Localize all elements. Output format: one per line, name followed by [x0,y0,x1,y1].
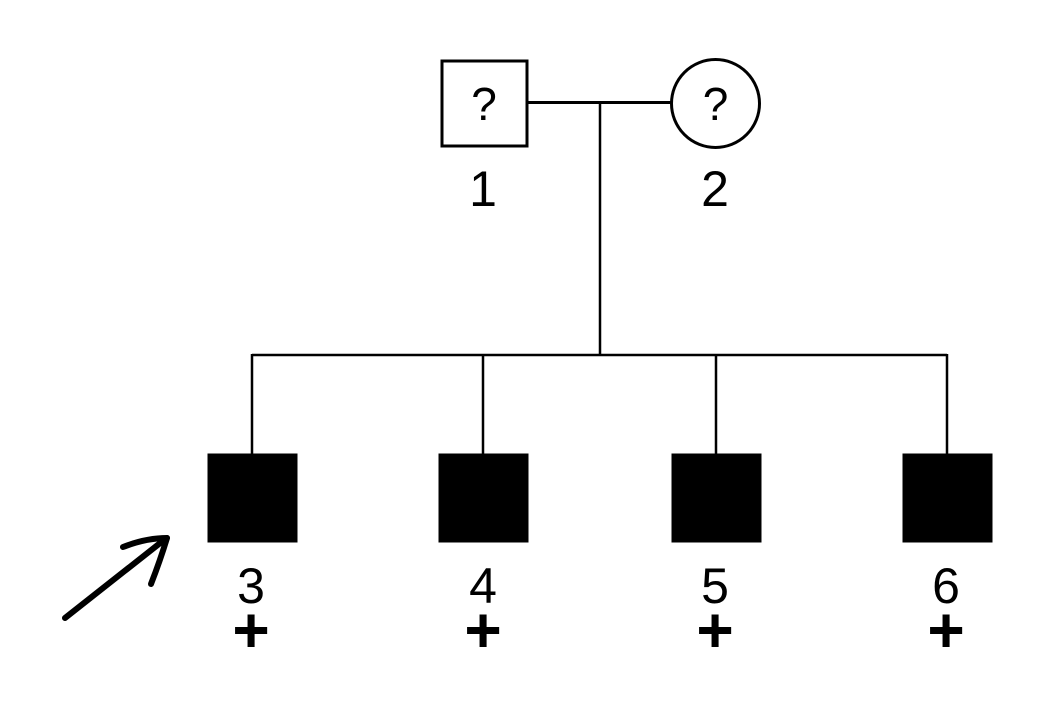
individual-5-marker: + [696,594,733,666]
proband-arrow-icon [62,535,170,621]
individual-2-label: 2 [701,161,729,217]
female-unknown-circle-icon [670,58,761,149]
individual-1-label: 1 [469,161,497,217]
male-unknown-square-icon [440,59,529,148]
individual-6-marker: + [927,594,964,666]
individual-6-label: 6 [932,558,960,614]
individual-2-symbol-text: ? [703,78,729,130]
individual-3-label: 3 [237,558,265,614]
affected-male-square-icon [902,453,993,543]
individual-3-marker: + [232,594,269,666]
individual-4-label: 4 [469,558,497,614]
individual-1-symbol-text: ? [471,78,497,130]
individual-5-label: 5 [701,558,729,614]
affected-male-square-icon [671,453,762,543]
affected-male-square-icon [438,453,529,543]
affected-male-square-icon [207,453,298,543]
individual-4-marker: + [464,594,501,666]
